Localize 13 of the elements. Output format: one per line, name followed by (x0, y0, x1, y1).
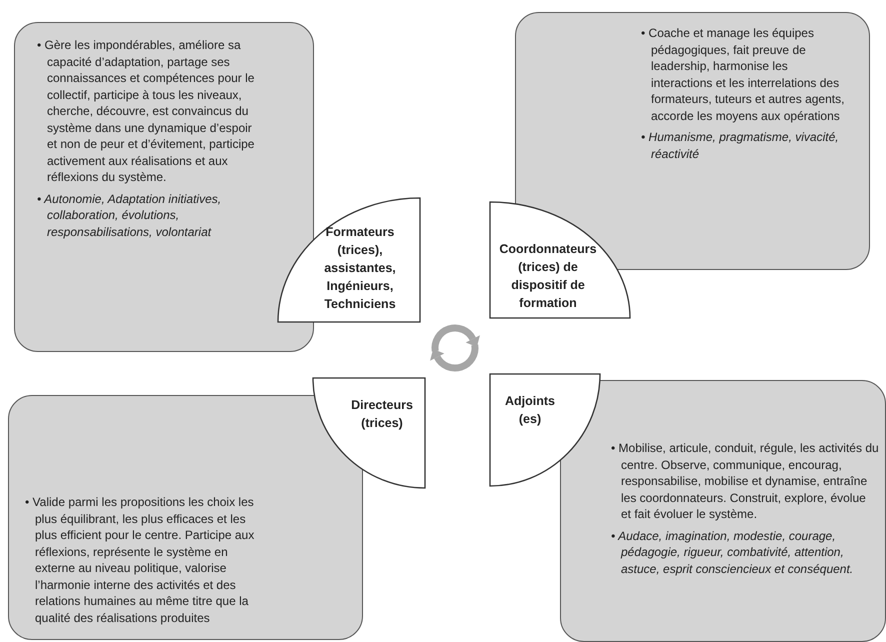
role-description: • Gère les impondérables, améliore sa capacité d’adaptation, partage ses connaissances et compétences pour le collectif, participe à tous les niveaux, cherche, découvre, est convaincus du système dans une dynamique d’espoir et non de peur et d’évitement, participe activement aux réalisations et aux réflexions du système. (37, 37, 256, 186)
role-title: Directeurs (trices) (350, 397, 414, 432)
role-description: • Mobilise, articule, conduit, régule, les activités du centre. Observe, communique, encourag, responsabilise, mobilise et dynamise, entraîne les coordonnateurs. Construit, explore, évolue et fait évoluer le système. (611, 440, 879, 522)
role-description: • Valide parmi les propositions les choix les plus équilibrant, les plus efficaces et les plus efficient pour le centre. Participe aux réflexions, représente le système en externe au niveau politique, valorise l’harmonie interne des activités et des relations humaines au même titre que la qualité des réalisations produites (25, 494, 256, 626)
description-panel (560, 380, 886, 642)
role-title: Formateurs (trices), assistantes, Ingénieurs, Techniciens (323, 224, 397, 313)
role-description: • Coache et manage les équipes pédagogiques, fait preuve de leadership, harmonise les interactions et les interrelations des formateurs, tuteurs et autres agents, accorde les moyens aux opérations (641, 25, 845, 124)
quality-list: • Humanisme, pragmatisme, vivacité, réactivité (641, 129, 845, 162)
quality-list: • Audace, imagination, modestie, courage, pédagogie, rigueur, combativité, attention, astuce, esprit consciencieux et conséquent. (611, 528, 879, 577)
role-title: Adjoints (es) (504, 393, 556, 428)
role-title: Coordonnateurs (trices) de dispositif de formation (498, 241, 598, 312)
quality-list: • Autonomie, Adaptation initiatives, collaboration, évolutions, responsabilisations, volontariat (37, 190, 263, 240)
description-panel (14, 22, 314, 352)
